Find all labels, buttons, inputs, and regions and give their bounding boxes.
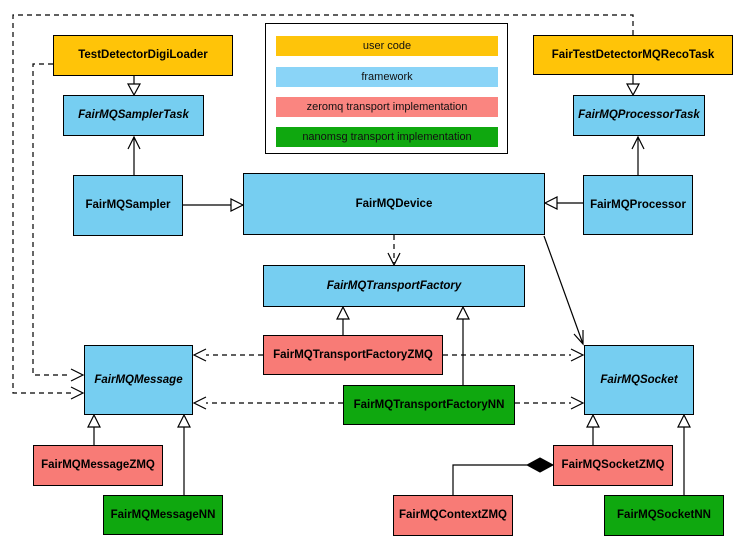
legend-item-user-code: user code xyxy=(276,36,498,56)
class-testdetectordigiloader: TestDetectorDigiLoader xyxy=(53,35,233,76)
class-fairmqdevice: FairMQDevice xyxy=(243,173,545,235)
class-label: FairMQTransportFactoryZMQ xyxy=(273,348,433,361)
edge-fairtestdetectormqrecotask-fairmqmessage xyxy=(12,14,634,400)
class-label: FairMQContextZMQ xyxy=(399,509,507,522)
class-label: FairMQMessageZMQ xyxy=(41,459,155,472)
edge-fairmqsampler-fairmqsamplertask xyxy=(127,135,141,175)
class-fairmqsocketzmq: FairMQSocketZMQ xyxy=(553,445,673,486)
edge-fairmqmessagenn-fairmqmessage xyxy=(177,413,191,495)
class-fairmqsocketnn: FairMQSocketNN xyxy=(604,495,724,536)
edge-fairmqsocketzmq-fairmqsocket xyxy=(586,413,600,445)
class-label: FairMQProcessorTask xyxy=(578,109,700,122)
edge-fairmqtransportfactorynn-fairmqmessage xyxy=(192,396,343,410)
legend-label-user-code: user code xyxy=(362,40,412,52)
class-fairmqsamplertask: FairMQSamplerTask xyxy=(63,95,204,136)
class-label: FairMQTransportFactoryNN xyxy=(353,398,505,411)
class-fairmqmessagezmq: FairMQMessageZMQ xyxy=(33,445,163,486)
edge-fairmqmessagezmq-fairmqmessage xyxy=(87,413,101,445)
class-label: FairMQMessage xyxy=(94,373,183,386)
legend-label-nanomsg: nanomsg transport implementation xyxy=(302,131,472,143)
class-fairmqtransportfactoryzmq: FairMQTransportFactoryZMQ xyxy=(263,335,443,375)
edge-fairmqtransportfactoryzmq-fairmqmessage xyxy=(192,348,263,362)
class-fairmqtransportfactorynn: FairMQTransportFactoryNN xyxy=(343,385,515,425)
edge-fairmqdevice-fairmqsocket xyxy=(543,235,584,346)
class-label: FairMQSocketZMQ xyxy=(561,459,665,472)
legend-item-nanomsg: nanomsg transport implementation xyxy=(276,127,498,147)
edge-fairmqprocessor-fairmqdevice xyxy=(543,196,583,210)
class-fairmqtransportfactory: FairMQTransportFactory xyxy=(263,265,525,307)
legend-item-framework: framework xyxy=(276,67,498,87)
class-label: FairMQSampler xyxy=(85,199,171,212)
edge-fairmqtransportfactoryzmq-fairmqtransportfactory xyxy=(336,305,350,335)
class-fairmqprocessortask: FairMQProcessorTask xyxy=(573,95,705,136)
class-fairmqsampler: FairMQSampler xyxy=(73,175,183,236)
class-label: FairMQMessageNN xyxy=(110,508,216,521)
class-label: FairMQSocket xyxy=(600,373,678,386)
class-label: FairMQDevice xyxy=(355,197,433,210)
edge-fairmqtransportfactoryzmq-fairmqsocket xyxy=(443,348,585,362)
class-fairmqsocket: FairMQSocket xyxy=(584,345,694,415)
edge-fairmqcontextzmq-fairmqsocketzmq xyxy=(452,457,555,495)
class-fairmqmessagenn: FairMQMessageNN xyxy=(103,495,223,535)
edge-testdetectordigiloader-fairmqsamplertask xyxy=(126,76,142,97)
legend-label-zeromq: zeromq transport implementation xyxy=(306,101,468,113)
class-fairtestdetectormqrecotask: FairTestDetectorMQRecoTask xyxy=(533,35,733,75)
edge-testdetectordigiloader-fairmqmessage xyxy=(32,63,85,382)
edge-fairtestdetectormqrecotask-fairmqprocessortask xyxy=(625,75,641,97)
class-label: FairMQSamplerTask xyxy=(78,109,189,122)
class-label: FairMQProcessor xyxy=(590,198,686,211)
edge-fairmqsampler-fairmqdevice xyxy=(183,198,245,212)
class-label: TestDetectorDigiLoader xyxy=(78,49,208,62)
legend: user code framework zeromq transport imp… xyxy=(265,23,508,154)
class-fairmqmessage: FairMQMessage xyxy=(84,345,193,415)
edge-fairmqtransportfactorynn-fairmqsocket xyxy=(515,396,585,410)
legend-item-zeromq: zeromq transport implementation xyxy=(276,97,498,117)
edge-fairmqtransportfactorynn-fairmqtransportfactory xyxy=(456,305,470,385)
edge-fairmqprocessor-fairmqprocessortask xyxy=(631,135,645,175)
legend-label-framework: framework xyxy=(361,71,413,83)
class-label: FairMQSocketNN xyxy=(617,509,711,522)
class-fairmqprocessor: FairMQProcessor xyxy=(583,175,693,235)
class-label: FairMQTransportFactory xyxy=(326,279,462,292)
class-fairmqcontextzmq: FairMQContextZMQ xyxy=(393,495,513,536)
edge-fairmqsocketnn-fairmqsocket xyxy=(677,413,691,495)
class-label: FairTestDetectorMQRecoTask xyxy=(551,48,715,61)
edge-fairmqdevice-fairmqtransportfactory xyxy=(387,235,401,267)
